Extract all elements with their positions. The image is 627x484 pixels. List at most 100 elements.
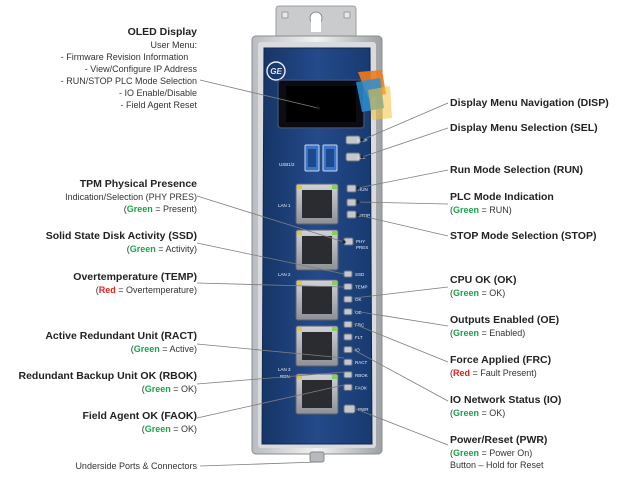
tpm-callout: TPM Physical Presence Indication/Selecti… — [65, 177, 197, 215]
lan2-label: LAN 2 — [278, 272, 291, 277]
pwr-label: PWR — [358, 407, 369, 412]
faok-desc-rest: = OK) — [170, 424, 197, 434]
plc-callout: PLC Mode Indication (Green = RUN) — [450, 191, 554, 215]
stop-callout: STOP Mode Selection (STOP) — [450, 229, 596, 243]
oe-color-word: Green — [453, 328, 480, 338]
led-ssd — [343, 270, 353, 278]
sel-title: Display Menu Selection (SEL) — [450, 122, 598, 134]
ssd-color-word: Green — [129, 244, 156, 254]
pres-label: PRES — [356, 245, 368, 250]
faok-color-word: Green — [144, 424, 171, 434]
plc-desc-rest: = RUN) — [479, 205, 512, 215]
ethernet-ports: LAN 1 LAN 2 LAN 3 RDN — [278, 183, 339, 415]
hologram-sticker-icon — [356, 70, 392, 120]
oled-title: OLED Display — [127, 26, 197, 38]
callout-plc — [357, 201, 449, 205]
tpm-title: TPM Physical Presence — [79, 178, 197, 190]
callout-frc — [353, 323, 449, 363]
led-label-flt: FLT — [355, 335, 363, 340]
io-desc-rest: = OK) — [479, 408, 506, 418]
led-ract — [343, 358, 353, 366]
mode-buttons: RUN STOP — [346, 184, 370, 219]
rbok-color-word: Green — [144, 384, 171, 394]
led-label-ract: RACT — [355, 360, 368, 365]
disp-button[interactable] — [345, 135, 361, 145]
callout-faok — [196, 384, 345, 419]
oled-menu-item-1: - Firmware Revision Information — [60, 52, 189, 62]
ract-color-word: Green — [133, 344, 160, 354]
oled-menu-item-3: - RUN/STOP PLC Mode Selection — [60, 76, 197, 86]
led-faok — [343, 383, 353, 391]
cpuok-color-word: Green — [453, 288, 480, 298]
led-label-temp: TEMP — [355, 285, 368, 290]
callout-lines — [196, 79, 449, 467]
callout-oe — [353, 310, 449, 327]
temp-title: Overtemperature (TEMP) — [73, 271, 197, 283]
callout-run — [357, 169, 449, 189]
led-io — [343, 346, 353, 354]
ethernet-port-2[interactable] — [295, 229, 339, 271]
tpm-color-word: Green — [126, 204, 153, 214]
callout-io — [353, 349, 449, 402]
lan1-label: LAN 1 — [278, 203, 291, 208]
rbok-desc-rest: = OK) — [170, 384, 197, 394]
callout-pwr — [355, 408, 449, 446]
faok-callout: Field Agent OK (FAOK) (Green = OK) — [82, 410, 197, 434]
mounting-bracket — [275, 5, 357, 43]
pwr-callout: Power/Reset (PWR) (Green = Power On) But… — [450, 434, 548, 470]
led-ok — [343, 295, 353, 303]
led-frc — [343, 320, 353, 328]
pwr-desc-rest: = Power On) — [479, 448, 533, 458]
cpuok-desc-rest: = OK) — [479, 288, 506, 298]
temp-callout: Overtemperature (TEMP) (Red = Overtemper… — [73, 271, 197, 295]
run-button[interactable] — [346, 184, 357, 193]
cpuok-callout: CPU OK (OK) (Green = OK) — [450, 274, 517, 298]
ethernet-port-3[interactable] — [295, 279, 339, 321]
io-callout: IO Network Status (IO) (Green = OK) — [450, 394, 562, 418]
plc-color-word: Green — [453, 205, 480, 215]
underside-label: Underside Ports & Connectors — [75, 461, 197, 471]
phy-label: PHY — [356, 239, 365, 244]
sel-button[interactable] — [345, 152, 361, 162]
oled-menu-title: User Menu: — [150, 40, 197, 50]
pwr-color-word: Green — [453, 448, 480, 458]
disp-title: Display Menu Navigation (DISP) — [450, 97, 609, 109]
led-label-faok: FAOK — [355, 385, 367, 390]
plc-mode-led — [346, 198, 357, 207]
oled-menu-item-5: - Field Agent Reset — [120, 100, 197, 110]
ssd-desc-rest: = Activity) — [155, 244, 197, 254]
run-callout: Run Mode Selection (RUN) — [450, 163, 583, 177]
ethernet-port-5[interactable] — [295, 373, 339, 415]
led-label-io: IO — [355, 348, 360, 353]
callout-tpm — [196, 195, 345, 243]
tpm-desc: Indication/Selection (PHY PRES) — [65, 192, 197, 202]
frc-callout: Force Applied (FRC) (Red = Fault Present… — [450, 354, 552, 378]
ract-desc-rest: = Active) — [159, 344, 197, 354]
stop-button[interactable] — [346, 210, 357, 219]
callout-oled — [199, 79, 319, 109]
oe-desc-rest: = Enabled) — [479, 328, 526, 338]
oled-display — [277, 79, 365, 129]
run-label: RUN — [358, 187, 368, 192]
cpuok-title: CPU OK (OK) — [450, 274, 517, 286]
pwr-desc-2: Button – Hold for Reset — [450, 460, 544, 470]
tpm-desc-2: (Green = Present) — [123, 204, 197, 214]
oled-callout: OLED Display User Menu: - Firmware Revis… — [61, 25, 197, 111]
ethernet-port-1[interactable] — [295, 183, 339, 225]
callout-rbok — [196, 371, 345, 385]
led-label-ok: OK — [355, 297, 362, 302]
ssd-title: Solid State Disk Activity (SSD) — [45, 230, 197, 242]
callout-sel — [361, 127, 449, 158]
oled-menu-item-2: - View/Configure IP Address — [84, 64, 197, 74]
ethernet-port-4[interactable] — [295, 325, 339, 367]
led-rbok — [343, 371, 353, 379]
led-flt — [343, 333, 353, 341]
pwr-button[interactable]: PWR — [343, 404, 369, 414]
ract-callout: Active Redundant Unit (RACT) (Green = Ac… — [45, 330, 197, 354]
led-label-oe: OE — [355, 310, 362, 315]
oe-title: Outputs Enabled (OE) — [450, 314, 560, 326]
rbok-title: Redundant Backup Unit OK (RBOK) — [18, 370, 198, 382]
callout-cpuok — [353, 286, 449, 299]
